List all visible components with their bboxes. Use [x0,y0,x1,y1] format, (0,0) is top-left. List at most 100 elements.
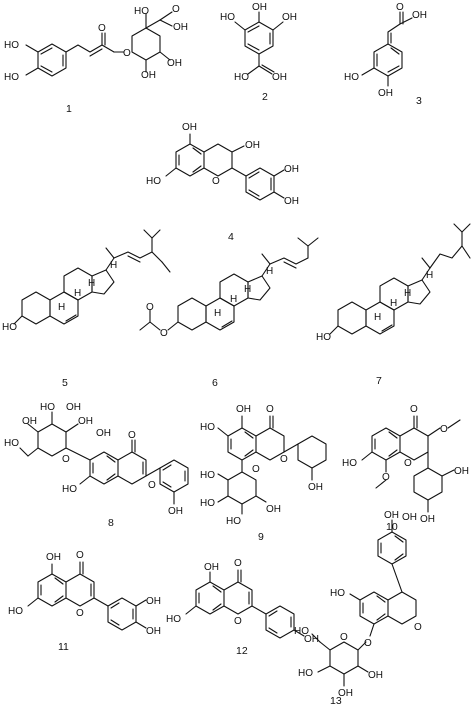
cmpd7-label-h2: H [390,298,397,309]
cmpd8-label-ho7: HO [62,484,77,495]
cmpd2-label-oh1: HO [220,12,235,23]
cmpd8-label-ho5: HO [4,438,19,449]
compound-5-structure [13,229,171,325]
cmpd11-label-oh1: OH [46,552,61,563]
cmpd13-label-oh7: OH [402,512,417,523]
cmpd11-label-oh3: OH [146,596,161,607]
cmpd10-label-co: O [410,404,418,415]
cmpd1-label-oh-a: HO [4,40,19,51]
compound-4-structure [165,133,285,201]
cmpd3-label-co: O [396,2,404,13]
compound-number-5: 5 [62,377,68,389]
cmpd10-label-o-pyr: O [404,458,412,469]
cmpd11-label-oh4: OH [146,626,161,637]
cmpd1-label-co: O [172,4,180,15]
compound-10-structure [361,415,461,513]
cmpd8-label-ho-top: HO [40,402,55,413]
cmpd3-label-oh: OH [412,10,427,21]
cmpd6-label-o1: O [160,328,168,339]
cmpd4-label-ho: HO [146,176,161,187]
cmpd9-label-oh1: OH [236,404,251,415]
cmpd6-label-h1: H [214,308,221,319]
cmpd9-label-ho3: HO [200,470,215,481]
cmpd10-label-ho: HO [342,458,357,469]
cmpd12-label-ho2: HO [166,614,181,625]
cmpd8-label-co: O [128,430,136,441]
cmpd7-label-ho: HO [316,332,331,343]
compound-2-structure [234,11,284,75]
cmpd8-label-o-pyr: O [148,480,156,491]
cmpd1-label-oh-ring: OH [141,70,156,81]
cmpd13-label-oh5: OH [338,688,353,699]
cmpd5-label-ho: HO [2,322,17,333]
compound-1-structure [25,11,173,77]
cmpd1-label-ester-o: O [98,23,106,34]
cmpd9-label-ho4: HO [200,498,215,509]
cmpd6-label-h3: H [244,284,251,295]
cmpd8-label-oh3: OH [78,416,93,427]
compound-number-13: 13 [330,695,342,706]
compound-number-12: 12 [236,645,248,657]
cmpd4-label-oh-c3: OH [245,140,260,151]
cmpd1-label-ho: HO [134,6,149,17]
cmpd11-label-co: O [76,550,84,561]
cmpd9-label-ho2: HO [200,422,215,433]
cmpd13-label-oh6: OH [368,670,383,681]
compound-3-structure [361,11,413,87]
cmpd8-label-oh4: OH [22,416,37,427]
cmpd6-label-h2: H [230,294,237,305]
compound-number-4: 4 [228,231,234,243]
compound-6-structure [139,237,319,331]
cmpd3-label-ho: HO [344,72,359,83]
cmpd2-label-oh2: OH [252,2,267,13]
cmpd4-label-oh-top: OH [182,122,197,133]
cmpd13-label-o-link: O [364,638,372,649]
cmpd9-label-ho5: HO [226,516,241,527]
cmpd5-label-h3: H [88,278,95,289]
compound-number-8: 8 [108,517,114,529]
cmpd13-label-oh1: OH [384,510,399,521]
cmpd9-label-oh7: OH [308,482,323,493]
cmpd4-label-ring-o: O [212,176,220,187]
cmpd12-label-oh1: OH [204,562,219,573]
compound-12-structure [185,569,305,639]
compound-7-structure [329,223,471,335]
cmpd1-label-oh-ring2: OH [167,58,182,69]
cmpd13-label-ho4: HO [298,668,313,679]
cmpd10-label-oh2: OH [454,466,469,477]
cmpd10-label-ome1: O [440,424,448,435]
cmpd7-label-h4: H [426,270,433,281]
cmpd8-label-oh6: OH [96,428,111,439]
cmpd11-label-o-pyr: O [76,608,84,619]
cmpd5-label-h4: H [110,260,117,271]
compound-number-2: 2 [262,91,268,103]
compound-9-structure [217,415,327,515]
compound-11-structure [27,561,147,631]
cmpd1-label-oh-b: HO [4,72,19,83]
cmpd12-label-co: O [234,558,242,569]
cmpd11-label-ho2: HO [8,606,23,617]
cmpd9-label-oh6: OH [266,504,281,515]
cmpd9-label-o-ring: O [252,464,260,475]
cmpd2-label-oh3: OH [282,12,297,23]
cmpd13-label-o-ring: O [340,632,348,643]
compound-number-3: 3 [416,95,422,107]
compound-8-structure [19,411,189,505]
cmpd5-label-h2: H [74,288,81,299]
cmpd9-label-co: O [266,404,274,415]
cmpd13-label-ho2: HO [330,588,345,599]
cmpd8-label-ring-o: O [62,454,70,465]
compound-13-structure [311,519,417,687]
cmpd3-label-oh2: OH [378,88,393,99]
cmpd8-label-oh8: OH [168,506,183,517]
cmpd4-label-oh-b1: OH [284,164,299,175]
cmpd1-label-cooh: OH [173,22,188,33]
cmpd13-label-ho3: HO [294,626,309,637]
compound-number-11: 11 [58,641,69,653]
cmpd2-label-cooh: OH [272,72,287,83]
compound-number-6: 6 [212,377,218,389]
cmpd10-label-oh3: OH [420,514,435,525]
compound-number-1: 1 [66,103,72,115]
cmpd12-label-oh3: OH [304,634,319,645]
cmpd1-label-link-o: O [123,48,131,59]
